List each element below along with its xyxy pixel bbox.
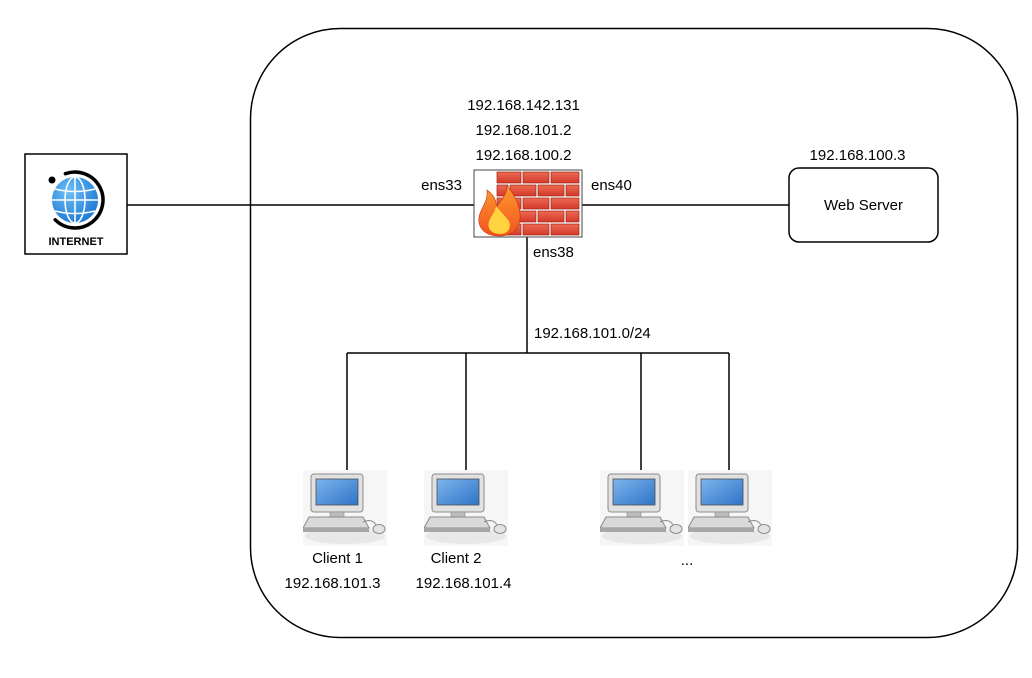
web-server-box bbox=[788, 167, 939, 243]
firewall-icon bbox=[473, 169, 583, 238]
client-1-name: Client 1 bbox=[312, 550, 363, 567]
firewall-ip-2: 192.168.101.2 bbox=[476, 122, 572, 139]
flame-icon bbox=[478, 185, 521, 237]
client-2-ip: 192.168.101.4 bbox=[416, 575, 512, 592]
interface-label-internet: ens33 bbox=[421, 177, 462, 194]
client-3-computer-icon bbox=[600, 470, 684, 546]
globe-icon bbox=[48, 170, 105, 230]
more-clients-ellipsis: ... bbox=[681, 552, 694, 569]
firewall-node: 192.168.142.131 192.168.101.2 192.168.10… bbox=[421, 97, 632, 261]
firewall-ip-3: 192.168.100.2 bbox=[476, 147, 572, 164]
firewall-ip-1: 192.168.142.131 bbox=[467, 97, 580, 114]
client-1-ip: 192.168.101.3 bbox=[285, 575, 381, 592]
internet-node: INTERNET bbox=[24, 153, 128, 255]
interface-label-web-server: ens40 bbox=[591, 177, 632, 194]
interface-label-clients: ens38 bbox=[533, 244, 574, 261]
web-server-node: Web Server 192.168.100.3 bbox=[788, 147, 939, 243]
client-2-computer-icon bbox=[424, 470, 508, 546]
client-3 bbox=[600, 470, 684, 546]
network-boundary bbox=[249, 27, 1019, 639]
client-2-name: Client 2 bbox=[431, 550, 482, 567]
internet-label: INTERNET bbox=[49, 236, 104, 248]
client-4 bbox=[688, 470, 772, 546]
subnet-label: 192.168.101.0/24 bbox=[534, 325, 651, 342]
web-server-label: Web Server bbox=[824, 197, 903, 214]
client-2: Client 2 192.168.101.4 bbox=[416, 470, 512, 592]
client-1-computer-icon bbox=[303, 470, 387, 546]
web-server-ip: 192.168.100.3 bbox=[810, 147, 906, 164]
client-1: Client 1 192.168.101.3 bbox=[285, 470, 387, 592]
client-4-computer-icon bbox=[688, 470, 772, 546]
